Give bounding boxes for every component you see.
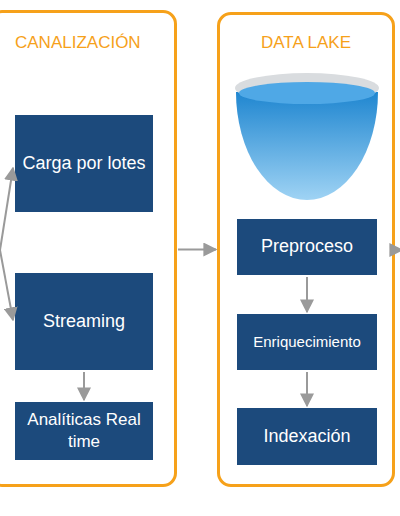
process-box: Enriquecimiento: [237, 314, 377, 370]
box-label: Indexación: [263, 425, 350, 448]
flow-arrow: [83, 372, 85, 400]
output-line: [394, 249, 400, 251]
input-line: [0, 168, 13, 250]
box-label: Enriquecimiento: [253, 332, 361, 352]
box-label: Preproceso: [261, 235, 353, 258]
group-container: DATA LAKE PreprocesoEnriquecimientoIndexa…: [217, 12, 395, 487]
process-box: Carga por lotes: [15, 115, 153, 212]
group-heading: DATA LAKE: [220, 33, 392, 53]
flow-arrow: [306, 372, 308, 406]
bowl-rim: [235, 73, 379, 103]
data-lake-bowl: [235, 73, 379, 200]
input-line: [0, 250, 13, 320]
box-label: Analíticas Real time: [19, 409, 149, 453]
process-box: Preproceso: [237, 219, 377, 275]
flow-arrow: [178, 249, 216, 251]
group-heading: CANALIZACIÓN: [15, 33, 165, 53]
process-box: Indexación: [237, 408, 377, 465]
bowl-body: [236, 92, 378, 200]
box-label: Carga por lotes: [22, 152, 145, 175]
box-label: Streaming: [43, 310, 125, 333]
group-container: CANALIZACIÓN Carga por lotesStreamingAnal…: [0, 10, 177, 487]
flow-arrow: [306, 277, 308, 312]
process-box: Streaming: [15, 273, 153, 370]
process-box: Analíticas Real time: [15, 402, 153, 460]
water-surface: [239, 82, 375, 104]
